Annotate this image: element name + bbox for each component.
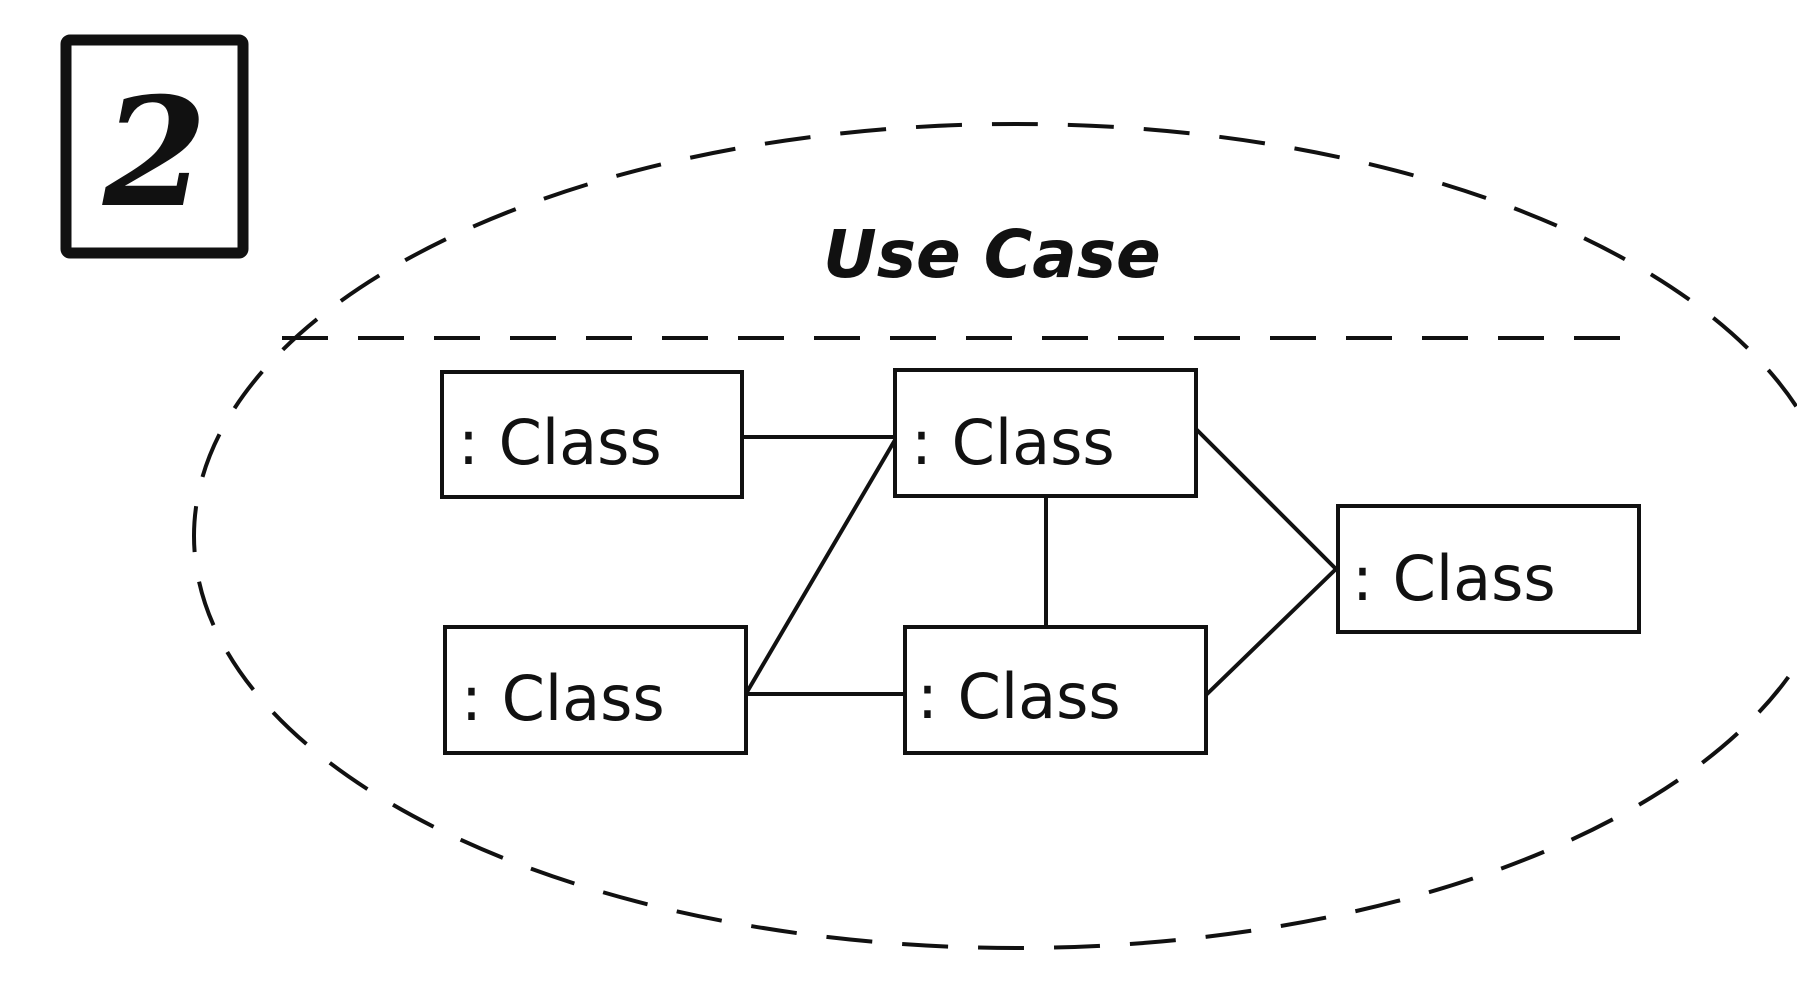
link-class4-class5 <box>1203 567 1338 698</box>
class-box-frame <box>903 625 1208 755</box>
class-box-frame <box>440 370 744 499</box>
class-box-4: : Class <box>903 625 1208 755</box>
link-class2-class3 <box>745 438 897 694</box>
use-case-boundary <box>192 122 1797 950</box>
class-label: : Class <box>917 660 1121 733</box>
class-box-frame <box>1336 504 1641 634</box>
link-class2-class5 <box>1194 427 1338 571</box>
class-label: : Class <box>458 406 662 479</box>
class-label: : Class <box>911 406 1115 479</box>
connectors <box>744 427 1338 698</box>
badge-frame <box>60 34 249 259</box>
class-box-3: : Class <box>443 625 748 755</box>
number-badge: 2 <box>60 34 249 259</box>
class-label: : Class <box>461 662 665 735</box>
class-box-frame <box>443 625 748 755</box>
class-box-2: : Class <box>893 368 1198 498</box>
badge-label: 2 <box>102 65 207 241</box>
class-box-5: : Class <box>1336 504 1641 634</box>
class-box-1: : Class <box>440 370 744 499</box>
use-case-title: Use Case <box>823 216 1161 293</box>
class-label: : Class <box>1352 542 1556 615</box>
class-box-frame <box>893 368 1198 498</box>
